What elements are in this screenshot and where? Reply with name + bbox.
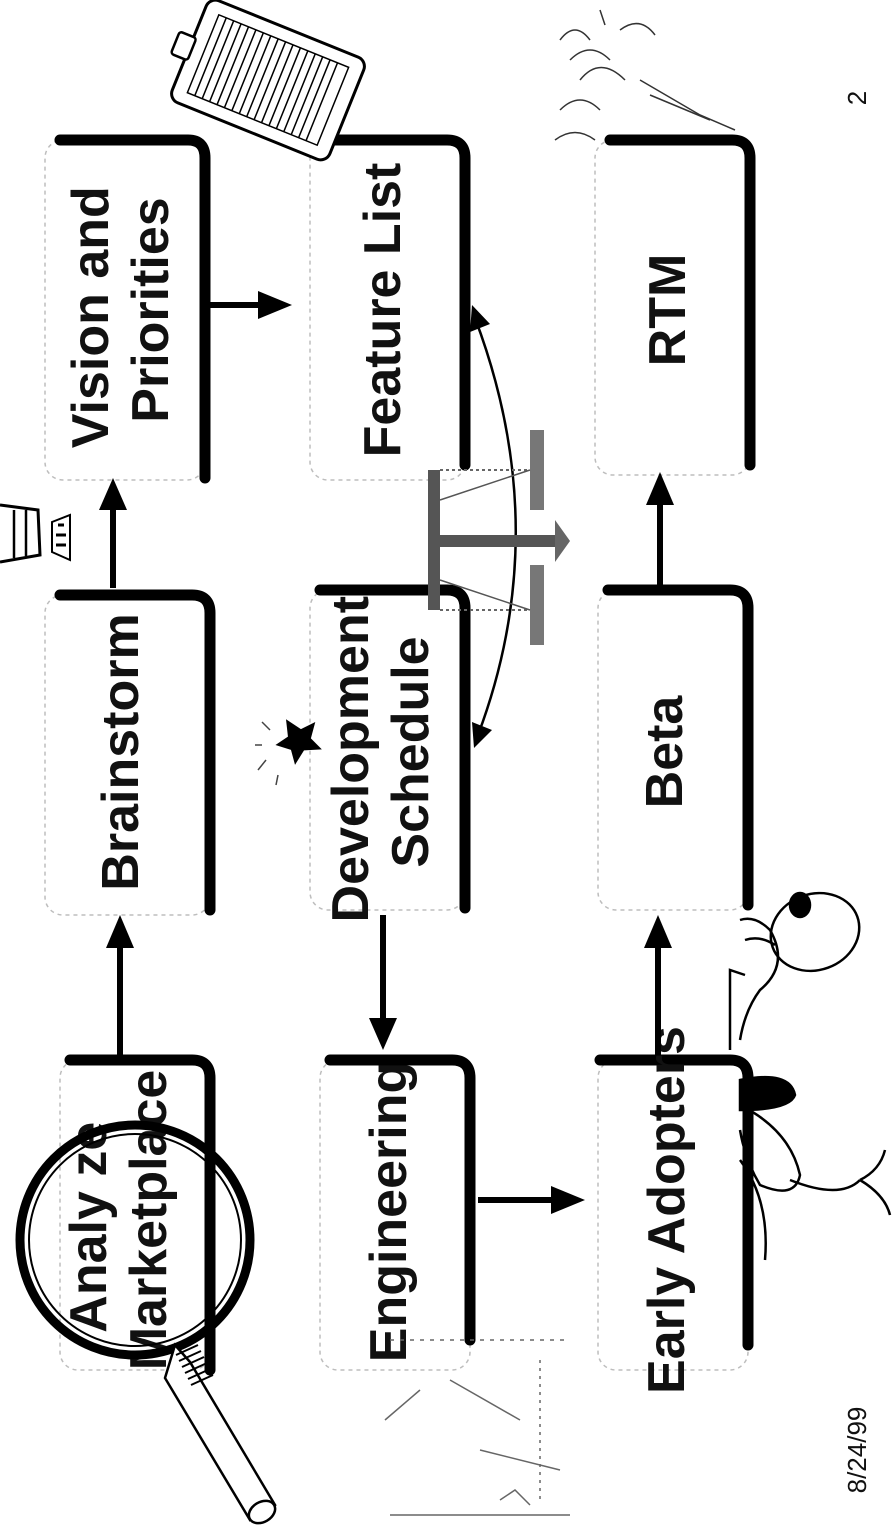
vision-line-1: Vision and (62, 186, 120, 448)
footer-date: 8/24/99 (842, 1407, 872, 1494)
analyze-line-1: Analy ze (60, 1122, 118, 1333)
fireworks-icon (555, 10, 735, 140)
arrow-dev-to-engineering (369, 915, 397, 1050)
dev-line-1: Development (322, 596, 380, 923)
label-engineering: Engineering (360, 1062, 418, 1362)
label-brainstorm: Brainstorm (92, 613, 150, 890)
arrow-engineering-to-early-adopters (478, 1186, 585, 1214)
label-beta: Beta (636, 695, 694, 809)
arrow-analyze-to-brainstorm (106, 915, 134, 1055)
label-early-adopters: Early Adopters (638, 1026, 696, 1394)
label-feature-list: Feature List (354, 163, 412, 458)
ostrich-icon (730, 881, 890, 1260)
arrow-brainstorm-to-vision (99, 478, 127, 588)
analyze-line-2: Marketplace (120, 1070, 178, 1371)
lighthouse-icon (0, 505, 70, 562)
dev-line-2: Schedule (382, 636, 440, 867)
vision-line-2: Priorities (122, 197, 180, 422)
footer-page-number: 2 (842, 91, 872, 105)
arrow-vision-to-feature-list (205, 291, 292, 319)
arrow-feature-dev-curve (470, 305, 516, 748)
label-rtm: RTM (639, 254, 697, 367)
arrow-beta-to-rtm (646, 472, 674, 585)
